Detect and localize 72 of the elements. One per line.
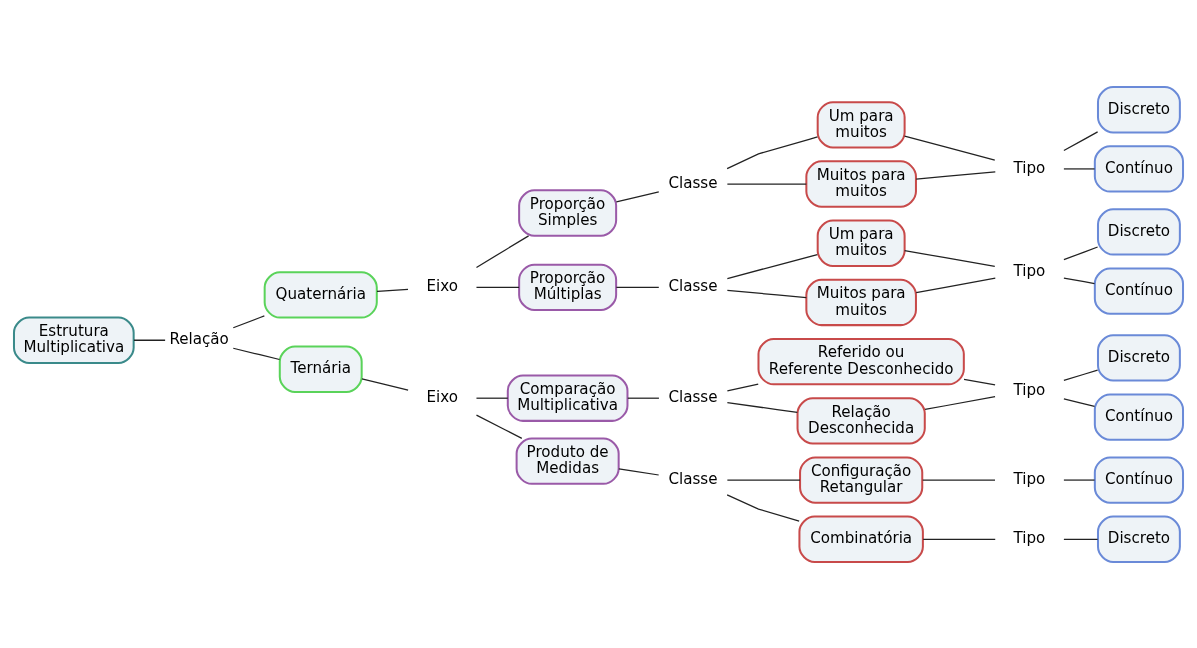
connector [1063,369,1099,381]
connector [915,277,996,293]
node-text: Relação [169,329,229,348]
connector [1063,538,1099,540]
node-box: Proporção Múltiplas [518,263,618,311]
connector [922,478,996,481]
connector [1063,478,1096,481]
connector [376,288,409,292]
connector [615,286,660,288]
connector [726,401,798,413]
node-box: Configuração Retangular [799,455,924,504]
node-box: Discreto [1097,85,1181,133]
connector [361,377,409,391]
node-box: Um para muitos [816,219,906,267]
connector [232,314,265,328]
node-box: Discreto [1097,207,1181,256]
node-box: Contínuo [1093,266,1185,315]
connector [726,253,818,279]
connector [232,347,281,360]
node-text: Tipo [1013,261,1046,280]
node-text: Classe [668,387,718,406]
connector [1063,245,1099,260]
node-box: Ternária [278,345,363,393]
node-box: Produto de Medidas [515,437,620,485]
connector [1063,276,1096,284]
node-text: Tipo [1013,528,1046,547]
node-box: Contínuo [1093,455,1185,504]
node-text: Classe [668,173,718,192]
node-box: Referido ou Referente Desconhecido [757,337,965,385]
node-text: Eixo [426,276,459,295]
connector [475,413,523,439]
connector [615,190,660,202]
node-box: Quaternária [263,270,378,319]
connector [726,478,801,481]
connector [1063,167,1096,170]
connector [726,289,807,298]
node-box: Muitos para muitos [805,159,917,208]
connector [475,397,509,399]
connector [1063,130,1099,151]
node-text: Tipo [1013,469,1046,488]
node-text: Eixo [426,387,459,406]
node-text: Tipo [1013,158,1046,177]
connector [133,339,166,341]
node-box: Contínuo [1093,392,1185,441]
node-box: Estrutura Multiplicativa [12,316,135,364]
connector [915,170,996,180]
node-box: Muitos para muitos [805,278,917,326]
connector [924,395,996,410]
node-box: Um para muitos [816,100,906,148]
node-box: Relação Desconhecida [796,396,926,445]
node-box: Discreto [1097,333,1181,382]
connector [726,135,819,169]
connector [726,493,800,522]
connector [963,378,996,385]
connector [922,538,996,540]
node-text: Classe [668,469,718,488]
connector [904,249,996,267]
node-text: Tipo [1013,380,1046,399]
node-text: Classe [668,276,718,295]
connector [726,382,759,391]
connector [475,286,520,288]
connector [904,134,996,161]
node-box: Proporção Simples [518,188,618,237]
connector [627,397,660,399]
node-box: Contínuo [1093,144,1185,193]
node-box: Discreto [1097,515,1181,563]
node-box: Combinatória [798,515,924,563]
node-box: Comparação Multiplicativa [506,374,629,422]
connector [475,234,530,268]
connector [1063,397,1096,407]
connector [618,467,660,476]
connector [726,182,807,185]
